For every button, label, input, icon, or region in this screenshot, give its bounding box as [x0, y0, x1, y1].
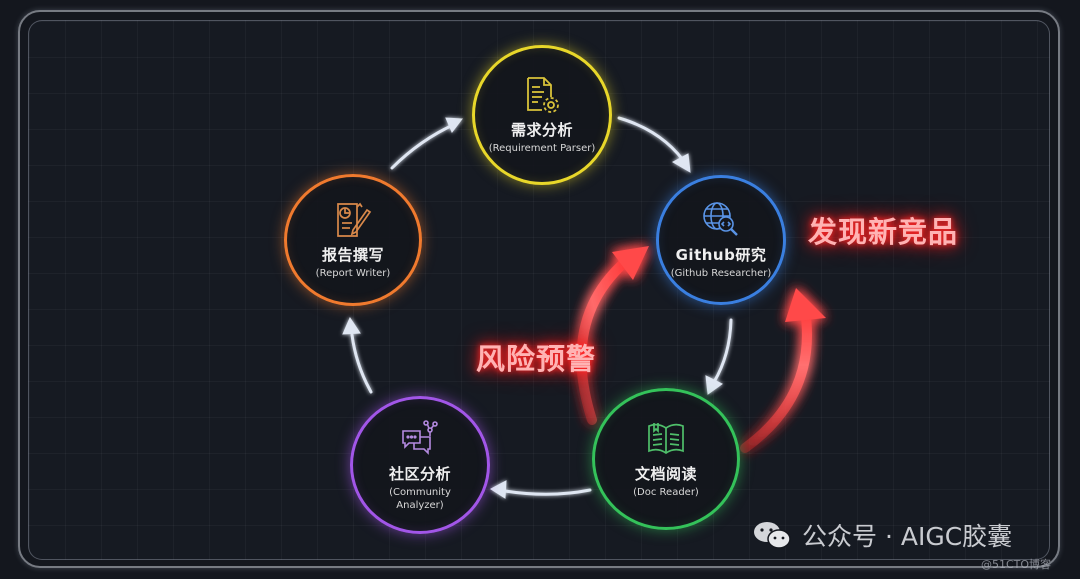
wechat-icon — [754, 522, 791, 549]
arrow-community-to-report — [342, 316, 373, 394]
globe-code-search-icon — [703, 202, 738, 236]
node-title-en: (Github Researcher) — [670, 268, 772, 279]
node-title-en: (Community Analyzer) — [389, 486, 451, 511]
node-title-cn: 需求分析 — [510, 121, 573, 139]
arrow-doc-to-community — [490, 480, 592, 499]
node-github-researcher[interactable]: Github研究 (Github Researcher) — [656, 175, 786, 305]
node-title-en: (Doc Reader) — [633, 487, 699, 498]
watermark-text: 公众号 · AIGC胶囊 — [802, 522, 1013, 551]
watermark: 公众号 · AIGC胶囊 — [752, 517, 1012, 553]
red-arrow-new-competitor — [740, 288, 826, 453]
source-tag: @51CTO博客 — [981, 558, 1052, 571]
node-title-cn: 文档阅读 — [634, 465, 697, 483]
arrow-requirement-to-github — [617, 116, 691, 173]
arrow-report-to-requirement — [390, 117, 463, 170]
node-title-cn: 社区分析 — [388, 464, 451, 483]
report-pen-icon — [337, 202, 372, 237]
node-title-cn: Github研究 — [675, 246, 767, 264]
callout-new-competitor: 发现新竞品 — [808, 215, 959, 249]
node-title-en: (Requirement Parser) — [488, 143, 596, 154]
outer-frame — [18, 10, 1060, 568]
red-arrow-risk-warning — [576, 246, 649, 425]
node-title-cn: 报告撰写 — [321, 246, 384, 264]
node-community-analyzer[interactable]: 社区分析 (Community Analyzer) — [350, 396, 490, 534]
arrow-github-to-doc — [705, 318, 733, 395]
node-requirement-parser[interactable]: 需求分析 (Requirement Parser) — [472, 45, 612, 185]
node-doc-reader[interactable]: 文档阅读 (Doc Reader) — [592, 388, 740, 530]
open-book-icon — [648, 423, 684, 455]
callout-risk-warning: 风险预警 — [476, 342, 597, 376]
document-gear-icon — [527, 77, 559, 113]
node-title-en: (Report Writer) — [315, 268, 391, 279]
chat-bubbles-network-icon — [402, 419, 438, 455]
node-report-writer[interactable]: 报告撰写 (Report Writer) — [284, 174, 422, 306]
